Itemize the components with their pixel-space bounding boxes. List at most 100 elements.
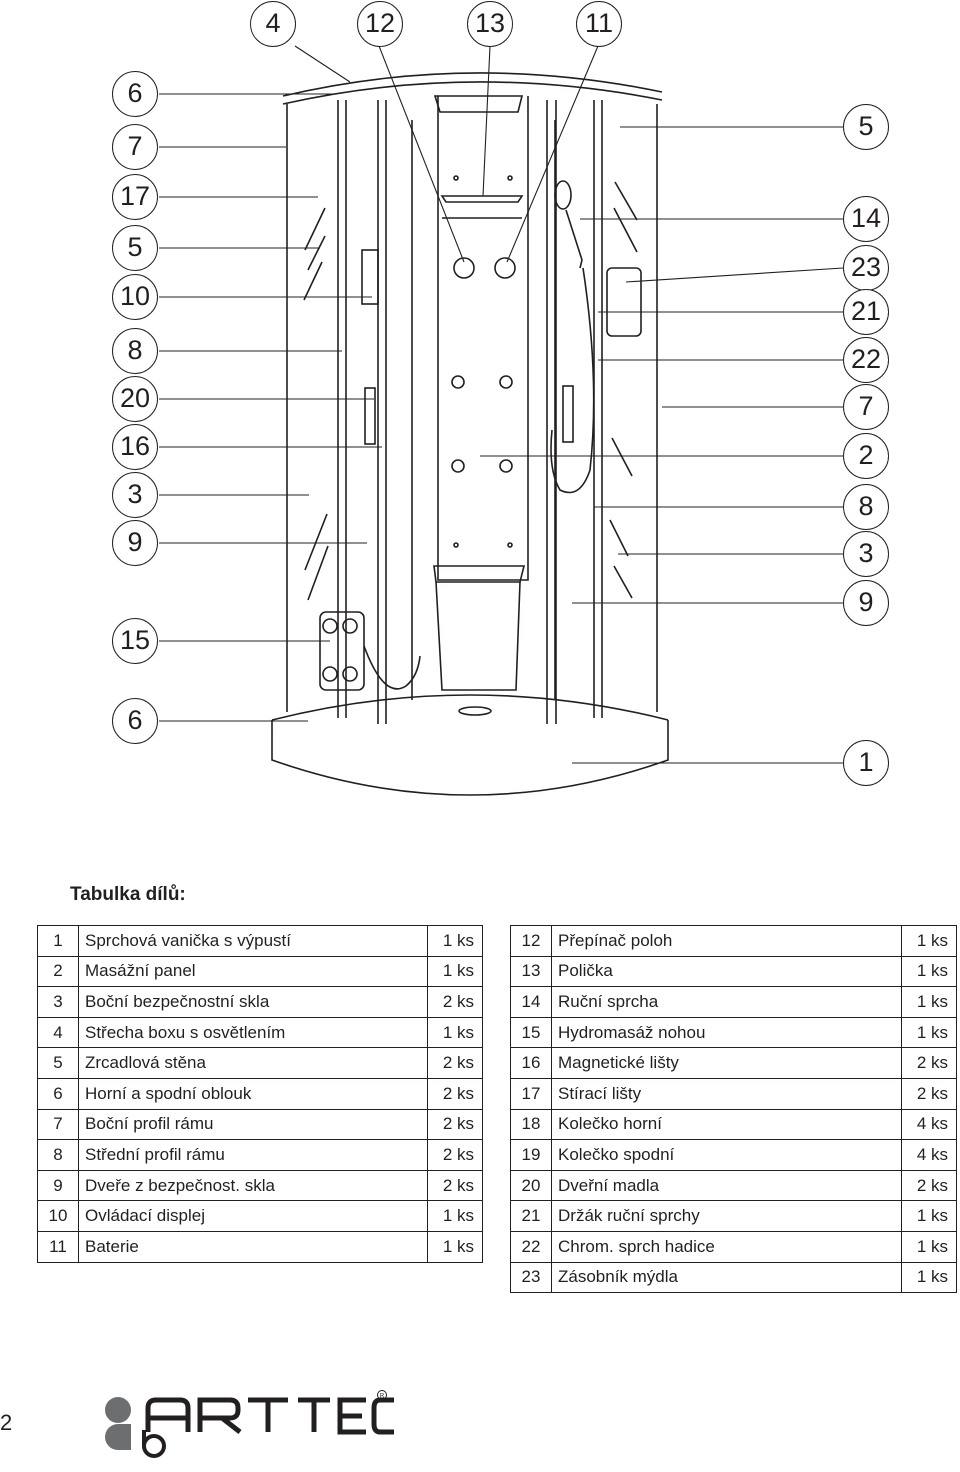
part-number: 23	[510, 1261, 552, 1294]
part-quantity: 1 ks	[427, 955, 483, 988]
part-quantity: 2 ks	[901, 1169, 957, 1202]
parts-table-title: Tabulka dílů:	[70, 884, 186, 905]
part-quantity: 1 ks	[901, 955, 957, 988]
callout-right-1: 1	[843, 740, 889, 786]
part-number: 2	[37, 955, 79, 988]
svg-text:R: R	[380, 1394, 385, 1400]
part-number: 8	[37, 1139, 79, 1171]
part-name: Baterie	[78, 1230, 428, 1263]
callout-left-16: 16	[112, 424, 158, 470]
callout-12: 12	[357, 1, 403, 47]
callout-left-6: 6	[112, 71, 158, 117]
callout-left-9: 9	[112, 520, 158, 566]
part-quantity: 1 ks	[901, 986, 957, 1018]
part-name: Magnetické lišty	[551, 1047, 902, 1079]
part-name: Střecha boxu s osvětlením	[78, 1016, 428, 1049]
part-quantity: 2 ks	[901, 1077, 957, 1110]
part-name: Ovládací displej	[78, 1200, 428, 1232]
part-quantity: 4 ks	[901, 1139, 957, 1171]
part-name: Ruční sprcha	[551, 986, 902, 1018]
callout-13: 13	[467, 1, 513, 47]
part-number: 4	[37, 1016, 79, 1049]
part-name: Horní a spodní oblouk	[78, 1077, 428, 1110]
part-name: Sprchová vanička s výpustí	[78, 925, 428, 957]
part-name: Dveřní madla	[551, 1169, 902, 1202]
callout-right-9: 9	[843, 580, 889, 626]
part-quantity: 4 ks	[901, 1108, 957, 1141]
callout-right-8: 8	[843, 484, 889, 530]
part-name: Přepínač poloh	[551, 925, 902, 957]
callout-right-23: 23	[843, 245, 889, 291]
part-name: Střední profil rámu	[78, 1139, 428, 1171]
part-number: 7	[37, 1108, 79, 1141]
shower-cabin-drawing	[159, 45, 844, 796]
callout-left-3: 3	[112, 472, 158, 518]
part-number: 18	[510, 1108, 552, 1141]
part-number: 15	[510, 1016, 552, 1049]
part-name: Masážní panel	[78, 955, 428, 988]
part-name: Chrom. sprch hadice	[551, 1230, 902, 1263]
callout-right-22: 22	[843, 337, 889, 383]
callout-left-7: 7	[112, 124, 158, 170]
part-quantity: 1 ks	[901, 1261, 957, 1294]
part-quantity: 1 ks	[901, 1230, 957, 1263]
part-number: 6	[37, 1077, 79, 1110]
callout-right-2: 2	[843, 433, 889, 479]
part-name: Kolečko spodní	[551, 1139, 902, 1171]
artec-logo: R	[104, 1390, 394, 1465]
part-number: 14	[510, 986, 552, 1018]
part-number: 21	[510, 1200, 552, 1232]
callout-left-5: 5	[112, 225, 158, 271]
part-name: Zásobník mýdla	[551, 1261, 902, 1294]
part-name: Dveře z bezpečnost. skla	[78, 1169, 428, 1202]
callout-right-21: 21	[843, 289, 889, 335]
shower-diagram: 4 12 13 11 6 7 17 5 10 8 20 16 3 9 15 6 …	[112, 1, 889, 796]
part-name: Zrcadlová stěna	[78, 1047, 428, 1079]
part-quantity: 1 ks	[427, 1016, 483, 1049]
callout-left-6-bottom: 6	[112, 698, 158, 744]
callout-right-3: 3	[843, 531, 889, 577]
part-name: Polička	[551, 955, 902, 988]
part-quantity: 1 ks	[901, 1016, 957, 1049]
callout-left-17: 17	[112, 174, 158, 220]
part-quantity: 2 ks	[427, 986, 483, 1018]
callout-4: 4	[250, 1, 296, 47]
logo-graphic: R	[105, 1390, 394, 1458]
part-quantity: 2 ks	[427, 1108, 483, 1141]
callout-left-10: 10	[112, 274, 158, 320]
part-number: 1	[37, 925, 79, 957]
callout-left-20: 20	[112, 376, 158, 422]
part-number: 12	[510, 925, 552, 957]
part-quantity: 2 ks	[427, 1169, 483, 1202]
part-quantity: 2 ks	[427, 1139, 483, 1171]
part-name: Hydromasáž nohou	[551, 1016, 902, 1049]
part-name: Stírací lišty	[551, 1077, 902, 1110]
part-quantity: 1 ks	[427, 925, 483, 957]
part-number: 16	[510, 1047, 552, 1079]
callout-right-14: 14	[843, 196, 889, 242]
callout-left-8: 8	[112, 328, 158, 374]
part-quantity: 2 ks	[901, 1047, 957, 1079]
part-quantity: 2 ks	[427, 1047, 483, 1079]
part-number: 22	[510, 1230, 552, 1263]
